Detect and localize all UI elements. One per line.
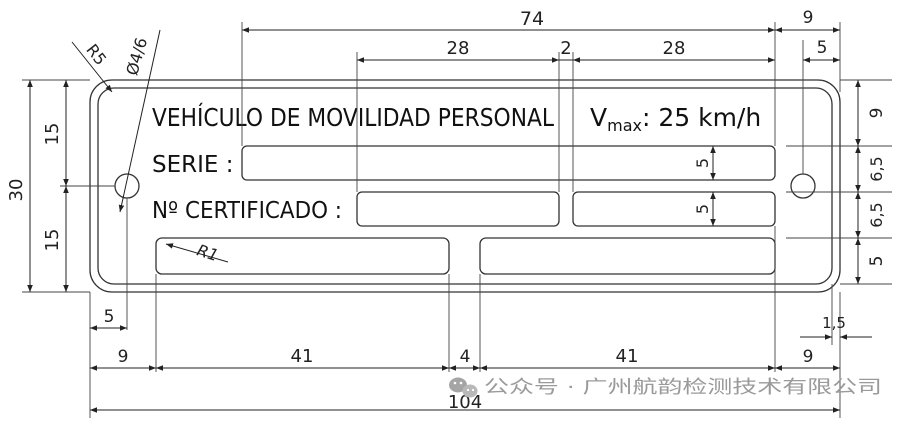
watermark-text: 公众号 · 广州航韵检测技术有限公司 xyxy=(484,377,882,398)
dim-label-phi: Ø4/6 xyxy=(122,35,151,77)
right-mounting-hole xyxy=(790,173,816,199)
vmax-label: Vmax: 25 km/h xyxy=(590,103,761,135)
vmax-value: : 25 km/h xyxy=(642,103,761,132)
dim-label-bottom-5: 5 xyxy=(104,307,115,327)
dim-label-bottom-4: 4 xyxy=(460,347,471,367)
watermark: 公众号 · 广州航韵检测技术有限公司 xyxy=(449,377,882,398)
bottom-field-left xyxy=(155,237,450,275)
left-mounting-hole xyxy=(114,173,140,199)
dim-label-2: 2 xyxy=(560,38,571,59)
bottom-field-right xyxy=(479,237,776,275)
cert-label: Nº CERTIFICADO : xyxy=(152,198,342,224)
plate-title: VEHÍCULO DE MOVILIDAD PERSONAL xyxy=(152,103,554,132)
dim-label-inner-5b: 5 xyxy=(693,204,712,214)
dim-label-74: 74 xyxy=(520,8,544,30)
dim-label-right-65b: 6,5 xyxy=(867,202,886,227)
dimension-lines xyxy=(27,27,872,413)
leader-phi xyxy=(118,29,161,213)
cert-field-left xyxy=(356,191,560,227)
dim-label-right-5: 5 xyxy=(867,256,887,267)
dim-label-right-9: 9 xyxy=(867,108,887,119)
dim-label-r5: R5 xyxy=(82,40,110,68)
wechat-icon xyxy=(449,377,478,398)
dim-label-bottom-9b: 9 xyxy=(803,347,814,367)
dim-label-15b: 15 xyxy=(42,229,63,252)
dim-label-28a: 28 xyxy=(447,38,470,59)
serie-label: SERIE : xyxy=(152,152,234,178)
dim-label-104: 104 xyxy=(448,392,482,413)
dim-label-bottom-9a: 9 xyxy=(118,347,129,367)
extension-lines xyxy=(22,22,892,418)
dim-label-inner-5a: 5 xyxy=(693,158,712,168)
dim-label-right-65a: 6,5 xyxy=(867,156,886,181)
dim-label-30: 30 xyxy=(6,179,27,202)
dim-label-top-9: 9 xyxy=(803,8,814,28)
serie-field xyxy=(241,145,776,181)
dim-label-bottom-15: 1,5 xyxy=(822,314,846,332)
dimension-labels: 74 9 5 28 2 28 R5 Ø4/6 30 15 15 9 6,5 6,… xyxy=(6,8,887,413)
cert-field-right xyxy=(572,191,776,227)
dim-label-bottom-41b: 41 xyxy=(616,346,639,367)
dim-label-bottom-41a: 41 xyxy=(291,346,314,367)
leader-r1 xyxy=(165,243,229,263)
dim-label-15a: 15 xyxy=(42,123,63,146)
dim-label-28b: 28 xyxy=(663,38,686,59)
vmax-prefix: V xyxy=(590,103,607,132)
dim-label-r1: R1 xyxy=(195,240,221,265)
vmax-subscript: max xyxy=(607,116,642,135)
dim-label-top-5: 5 xyxy=(817,38,828,58)
leader-r5 xyxy=(71,41,113,93)
